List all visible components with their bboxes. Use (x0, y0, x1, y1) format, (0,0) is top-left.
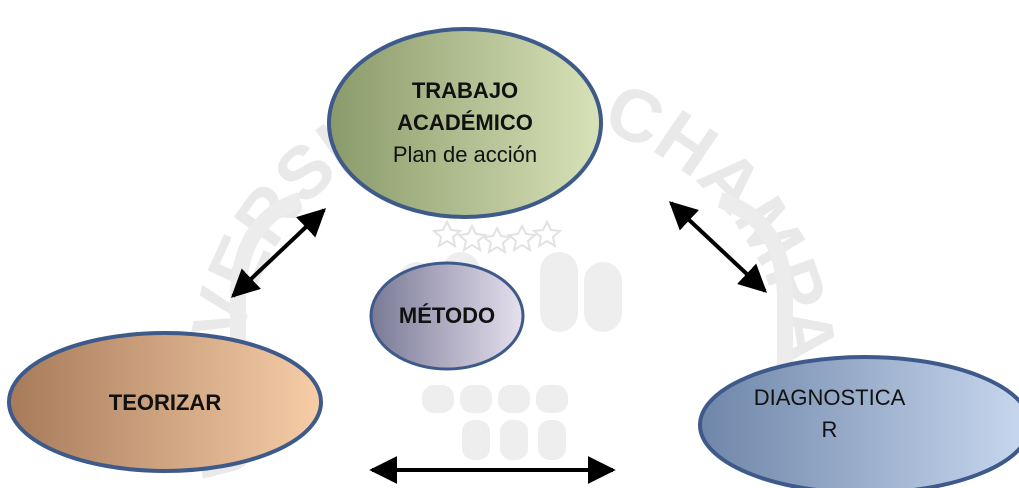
arrow-trabajo-diagnosticar (668, 201, 768, 293)
node-subtitle: Plan de acción (392, 141, 538, 167)
watermark-emblem (398, 252, 622, 460)
watermark-stars (431, 219, 563, 255)
arrow-trabajo-teorizar (230, 208, 327, 298)
ellipse-trabajo (327, 27, 603, 219)
node-trabajo-academico: TRABAJO ACADÉMICO Plan de acción (325, 25, 605, 221)
node-diagnosticar: DIAGNOSTICA R (695, 350, 1019, 488)
node-title-line1: DIAGNOSTICA (753, 385, 906, 410)
node-title-line2: ACADÉMICO (397, 110, 533, 136)
node-title-line1: TRABAJO (411, 78, 519, 104)
ellipse-diagnosticar (698, 355, 1019, 488)
node-title-line2: R (821, 416, 838, 442)
node-title: TEORIZAR (108, 389, 222, 415)
node-metodo: MÉTODO (368, 260, 526, 372)
node-title: MÉTODO (398, 303, 496, 329)
ellipse-metodo (369, 261, 525, 371)
ellipse-teorizar (7, 331, 323, 473)
node-teorizar: TEORIZAR (5, 330, 325, 475)
